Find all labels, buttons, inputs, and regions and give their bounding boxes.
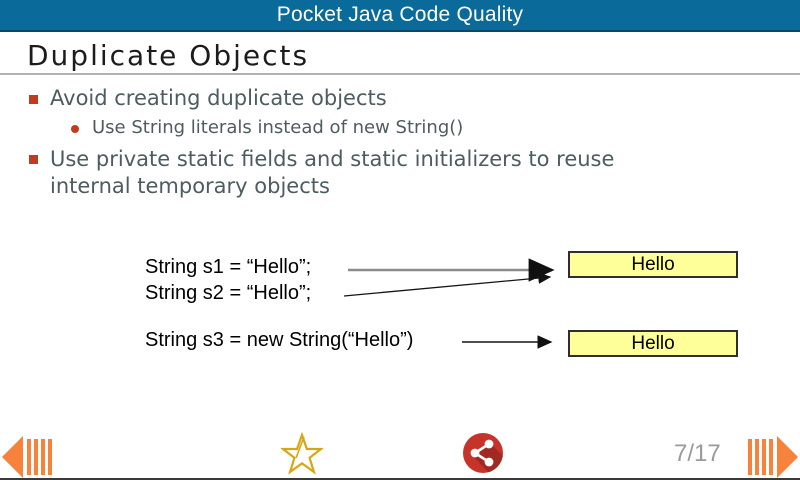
next-slide-arrow-icon[interactable] [746,436,798,478]
favorite-star-icon[interactable] [281,432,323,476]
bullet-text: Use private static fields and static ini… [50,146,614,200]
dot-bullet-icon [71,125,79,133]
footer-nav-bar: 7/17 [0,428,800,478]
square-bullet-icon [29,155,38,164]
title-divider [0,73,800,75]
string-object-box-1: Hello [568,251,738,278]
bullet-text: Avoid creating duplicate objects [50,86,387,110]
app-title: Pocket Java Code Quality [276,3,524,26]
previous-slide-arrow-icon[interactable] [2,436,54,478]
square-bullet-icon [29,95,38,104]
code-line-s1: String s1 = “Hello”; [145,256,312,278]
slide-content: Duplicate Objects Avoid creating duplica… [0,32,800,428]
sub-bullet-item: Use String literals instead of new Strin… [71,117,463,138]
bullet-item-2: Use private static fields and static ini… [29,146,614,200]
code-line-s2: String s2 = “Hello”; [145,282,312,304]
string-object-box-2: Hello [568,330,738,357]
bullet-item-1: Avoid creating duplicate objects [29,86,387,110]
bullet-text-line-2: internal temporary objects [50,174,330,198]
arrow-s2-to-box1 [343,272,552,297]
bullet-text-line-1: Use private static fields and static ini… [50,147,615,171]
app-title-bar: Pocket Java Code Quality [0,0,800,32]
page-indicator: 7/17 [674,440,721,467]
sub-bullet-text: Use String literals instead of new Strin… [92,117,464,138]
share-icon[interactable] [462,432,504,474]
slide-title: Duplicate Objects [27,39,310,72]
code-line-s3: String s3 = new String(“Hello”) [145,329,414,351]
